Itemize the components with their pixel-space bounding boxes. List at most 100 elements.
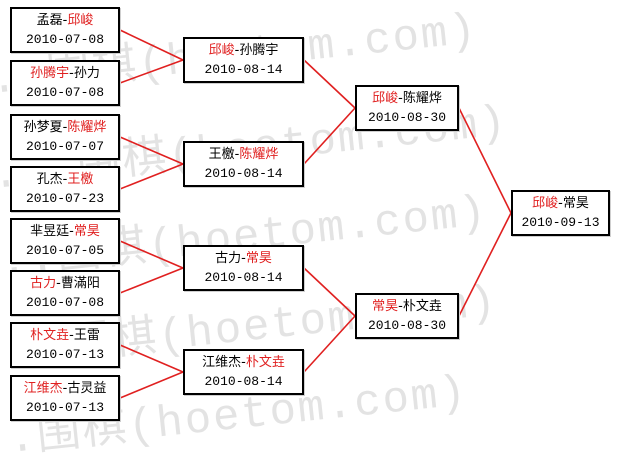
player-2: 常昊 (562, 196, 589, 211)
match-date: 2010-07-05 (25, 243, 104, 258)
match-players: 常昊-朴文垚 (372, 297, 442, 316)
player-separator: - (56, 276, 61, 291)
player-2: 朴文垚 (402, 299, 442, 314)
player-2: 王檄 (67, 172, 94, 187)
player-separator: - (558, 196, 563, 211)
player-1: 孔杰 (36, 172, 63, 187)
player-separator: - (398, 91, 403, 106)
match-players: 孔杰-王檄 (37, 170, 94, 189)
player-1: 芈昱廷 (30, 224, 70, 239)
match-players: 孙梦夏-陈耀烨 (24, 118, 107, 137)
match-date: 2010-07-13 (25, 347, 104, 362)
match-box-round1-1: 孟磊-邱峻 2010-07-08 (10, 7, 120, 53)
player-1: 朴文垚 (30, 328, 70, 343)
player-1: 邱峻 (208, 43, 235, 58)
player-separator: - (62, 13, 68, 28)
match-players: 江维杰-朴文垚 (202, 353, 285, 372)
player-separator: - (69, 224, 74, 239)
player-1: 孟磊 (36, 13, 63, 28)
player-separator: - (69, 328, 74, 343)
player-1: 邱峻 (372, 91, 399, 106)
match-players: 江维杰-古灵益 (24, 379, 107, 398)
connector-round1-2 (119, 59, 184, 84)
player-separator: - (398, 299, 403, 314)
connector-round3-1 (458, 107, 512, 214)
match-box-round1-5: 芈昱廷-常昊 2010-07-05 (10, 218, 120, 264)
player-separator: - (234, 43, 240, 58)
match-players: 邱峻-孙腾宇 (209, 41, 279, 60)
player-1: 江维杰 (202, 355, 242, 370)
match-box-round2-1: 邱峻-孙腾宇 2010-08-14 (183, 37, 304, 83)
match-box-round3-1: 邱峻-陈耀烨 2010-08-30 (355, 85, 459, 131)
connector-round1-5 (119, 240, 184, 269)
player-1: 古力 (30, 276, 57, 291)
match-players: 孙腾宇-孙力 (30, 64, 100, 83)
match-box-round1-2: 孙腾宇-孙力 2010-07-08 (10, 60, 120, 106)
match-box-round1-3: 孙梦夏-陈耀烨 2010-07-07 (10, 114, 120, 160)
match-date: 2010-08-14 (204, 62, 283, 77)
match-box-round2-4: 江维杰-朴文垚 2010-08-14 (183, 349, 304, 395)
match-box-round2-3: 古力-常昊 2010-08-14 (183, 245, 304, 291)
match-date: 2010-07-13 (25, 400, 104, 415)
player-2: 曹滿阳 (60, 276, 100, 291)
player-2: 陈耀烨 (67, 120, 107, 135)
player-2: 陈耀烨 (402, 91, 442, 106)
match-date: 2010-07-08 (25, 32, 104, 47)
match-players: 古力-曹滿阳 (30, 274, 100, 293)
match-players: 邱峻-常昊 (532, 194, 589, 213)
player-2: 常昊 (73, 224, 100, 239)
tournament-bracket: ...围棋(hoetom.com)...围棋(hoetom.com)...围棋(… (0, 6, 610, 472)
match-box-round1-6: 古力-曹滿阳 2010-07-08 (10, 270, 120, 316)
match-date: 2010-08-14 (204, 374, 283, 389)
player-2: 邱峻 (67, 13, 94, 28)
player-2: 陈耀烨 (239, 147, 279, 162)
player-2: 孙腾宇 (239, 43, 279, 58)
match-box-round1-7: 朴文垚-王雷 2010-07-13 (10, 322, 120, 368)
connector-round2-1 (303, 59, 356, 109)
match-date: 2010-07-07 (25, 139, 104, 154)
player-2: 王雷 (73, 328, 100, 343)
connector-round2-4 (303, 315, 356, 373)
player-1: 常昊 (372, 299, 399, 314)
player-2: 孙力 (73, 66, 100, 81)
match-date: 2010-07-08 (25, 295, 104, 310)
match-box-round1-8: 江维杰-古灵益 2010-07-13 (10, 375, 120, 421)
player-1: 孙腾宇 (30, 66, 70, 81)
match-box-final-1: 邱峻-常昊 2010-09-13 (511, 190, 610, 236)
player-separator: - (62, 172, 68, 187)
connector-round2-3 (303, 267, 356, 317)
player-2: 常昊 (245, 251, 272, 266)
player-2: 古灵益 (67, 381, 107, 396)
player-1: 孙梦夏 (23, 120, 63, 135)
match-players: 王檄-陈耀烨 (209, 145, 279, 164)
connector-round2-2 (303, 107, 356, 165)
match-date: 2010-09-13 (521, 215, 600, 230)
bracket-connector-lines (119, 29, 512, 399)
match-players: 朴文垚-王雷 (30, 326, 100, 345)
match-date: 2010-08-30 (367, 110, 446, 125)
player-separator: - (234, 147, 240, 162)
player-1: 江维杰 (23, 381, 63, 396)
match-date: 2010-08-14 (204, 270, 283, 285)
match-date: 2010-07-08 (25, 85, 104, 100)
connector-round3-2 (458, 212, 512, 317)
player-1: 邱峻 (532, 196, 559, 211)
player-2: 朴文垚 (245, 355, 285, 370)
player-separator: - (241, 355, 246, 370)
connector-round1-8 (119, 371, 184, 399)
match-players: 孟磊-邱峻 (37, 11, 94, 30)
connector-round1-1 (119, 29, 184, 61)
connector-round1-6 (119, 267, 184, 294)
player-separator: - (62, 381, 68, 396)
player-separator: - (69, 66, 74, 81)
player-1: 古力 (215, 251, 242, 266)
connector-round1-3 (119, 136, 184, 165)
connector-round1-4 (119, 163, 184, 190)
match-players: 邱峻-陈耀烨 (372, 89, 442, 108)
match-players: 芈昱廷-常昊 (30, 222, 100, 241)
match-players: 古力-常昊 (215, 249, 272, 268)
player-separator: - (241, 251, 246, 266)
